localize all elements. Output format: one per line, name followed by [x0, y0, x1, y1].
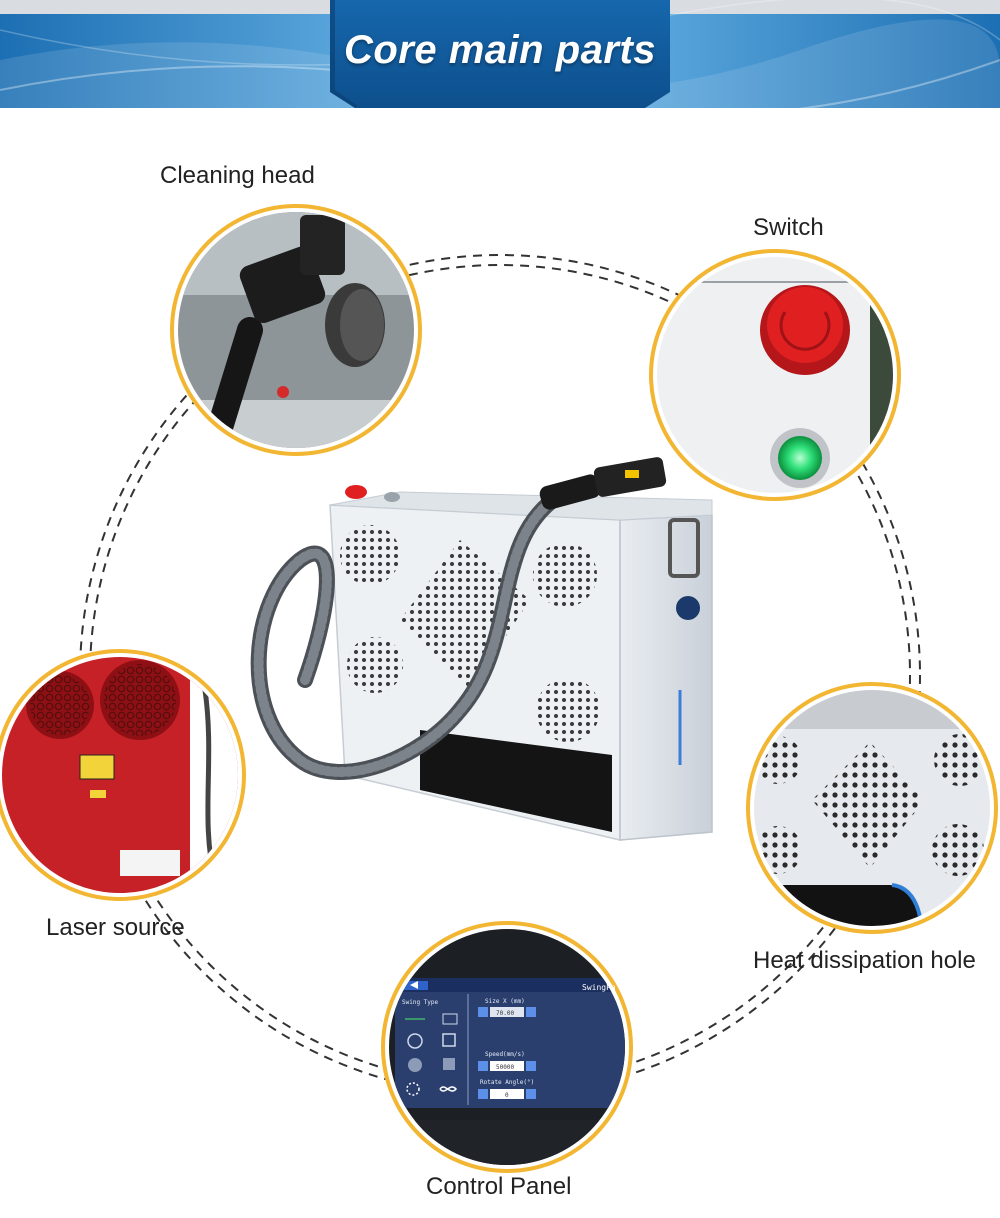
label-control-panel: Control Panel [426, 1173, 572, 1200]
panel-angle-value[interactable]: 0 [505, 1092, 509, 1099]
page-title: Core main parts [343, 28, 657, 72]
diagram-artwork: SwingPa Swing Type Size X (mm) 70.00 Spe… [0, 204, 998, 1173]
switch-photo [649, 249, 901, 501]
laser-cleaning-machine [250, 457, 713, 841]
panel-size-label: Size X (mm) [485, 998, 525, 1005]
cleaning-head-photo [170, 204, 422, 456]
panel-swing-type-label: Swing Type [402, 999, 439, 1006]
panel-speed-label: Speed(mm/s) [485, 1051, 525, 1058]
control-panel-photo: SwingPa Swing Type Size X (mm) 70.00 Spe… [381, 921, 633, 1173]
label-heat-dissipation-hole: Heat dissipation hole [753, 947, 976, 974]
panel-header-title: SwingPa [582, 983, 616, 992]
panel-angle-label: Rotate Angle(°) [480, 1079, 534, 1086]
laser-source-photo [0, 649, 246, 901]
parts-diagram: SwingPa Swing Type Size X (mm) 70.00 Spe… [0, 108, 1000, 1218]
panel-speed-value[interactable]: 50000 [496, 1064, 514, 1071]
heat-dissipation-photo [746, 682, 998, 934]
label-laser-source: Laser source [46, 914, 185, 941]
banner-background [0, 0, 1000, 108]
panel-size-value[interactable]: 70.00 [496, 1010, 514, 1017]
label-cleaning-head: Cleaning head [160, 162, 315, 189]
label-switch: Switch [753, 214, 824, 241]
header-banner: Core main parts [0, 0, 1000, 108]
